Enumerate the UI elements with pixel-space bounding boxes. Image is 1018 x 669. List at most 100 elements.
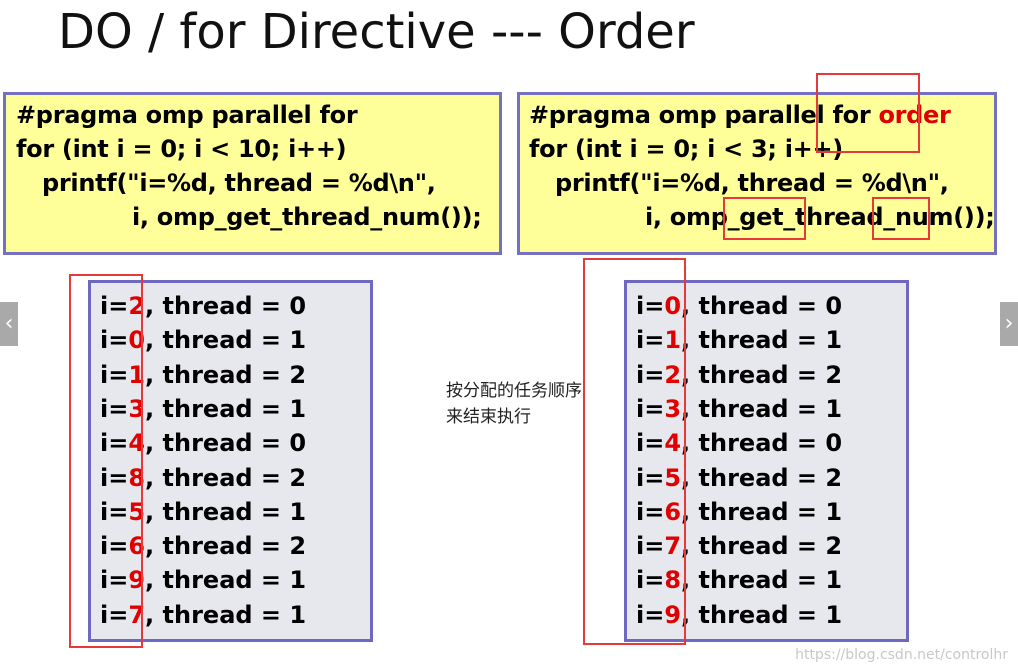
output-row: i=0, thread = 0: [636, 289, 842, 323]
output-row: i=5, thread = 1: [100, 495, 306, 529]
output-row: i=8, thread = 1: [636, 563, 842, 597]
chevron-right-icon[interactable]: ›: [1000, 302, 1018, 346]
order-keyword: order: [878, 101, 951, 129]
output-row: i=9, thread = 1: [100, 563, 306, 597]
row-index-value: 8: [664, 566, 682, 595]
row-index-value: 8: [128, 463, 146, 492]
row-thread-text: , thread = 1: [145, 497, 307, 526]
row-thread-text: , thread = 0: [681, 292, 843, 320]
left-code-line: i, omp_get_thread_num());: [132, 203, 482, 231]
row-thread-text: , thread = 2: [681, 360, 843, 389]
row-thread-text: , thread = 2: [145, 532, 307, 561]
annotation-note-line1: 按分配的任务顺序: [446, 381, 582, 401]
row-prefix: i=: [636, 326, 665, 355]
row-thread-text: , thread = 2: [681, 463, 843, 492]
left-code-line: printf("i=%d, thread = %d\n",: [42, 169, 436, 197]
row-index-value: 6: [128, 532, 146, 561]
chevron-left-icon[interactable]: ‹: [0, 302, 18, 346]
watermark: https://blog.csdn.net/controlhr: [795, 647, 1008, 663]
output-row: i=7, thread = 2: [636, 529, 842, 563]
row-prefix: i=: [100, 463, 129, 492]
row-index-value: 2: [664, 360, 682, 389]
row-thread-text: , thread = 1: [681, 497, 843, 526]
output-row: i=9, thread = 1: [636, 598, 842, 632]
output-row: i=7, thread = 1: [100, 598, 306, 632]
row-prefix: i=: [636, 566, 665, 595]
row-prefix: i=: [636, 360, 665, 389]
row-prefix: i=: [636, 600, 665, 629]
left-code-line: for (int i = 0; i < 10; i++): [16, 135, 347, 163]
output-row: i=4, thread = 0: [100, 426, 306, 460]
row-thread-text: , thread = 1: [681, 600, 843, 629]
row-prefix: i=: [636, 429, 665, 458]
output-row: i=2, thread = 2: [636, 358, 842, 392]
row-index-value: 3: [664, 394, 682, 423]
row-index-value: 9: [128, 566, 146, 595]
row-index-value: 1: [128, 360, 146, 389]
output-row: i=6, thread = 1: [636, 495, 842, 529]
output-row: i=3, thread = 1: [636, 392, 842, 426]
row-index-value: 7: [128, 600, 146, 629]
output-row: i=1, thread = 2: [100, 358, 306, 392]
row-prefix: i=: [100, 497, 129, 526]
slide-title: DO / for Directive --- Order: [58, 4, 695, 60]
output-row: i=2, thread = 0: [100, 289, 306, 323]
row-thread-text: , thread = 1: [681, 566, 843, 595]
left-code-line: #pragma omp parallel for: [16, 101, 358, 129]
row-prefix: i=: [636, 497, 665, 526]
row-thread-text: , thread = 0: [145, 292, 307, 320]
row-thread-text: , thread = 1: [681, 394, 843, 423]
row-prefix: i=: [100, 566, 129, 595]
right-index-highlight: [583, 258, 686, 645]
output-row: i=3, thread = 1: [100, 392, 306, 426]
row-index-value: 7: [664, 532, 682, 561]
right-code-line: #pragma omp parallel for order: [529, 101, 951, 129]
row-thread-text: , thread = 1: [145, 394, 307, 423]
right-code-line: printf("i=%d, thread = %d\n",: [555, 169, 949, 197]
row-index-value: 4: [664, 429, 682, 458]
row-thread-text: , thread = 2: [145, 360, 307, 389]
right-code-line: for (int i = 0; i < 3; i++): [529, 135, 843, 163]
row-prefix: i=: [100, 429, 129, 458]
output-row: i=4, thread = 0: [636, 426, 842, 460]
row-thread-text: , thread = 1: [145, 326, 307, 355]
row-prefix: i=: [100, 326, 129, 355]
row-prefix: i=: [636, 394, 665, 423]
right-code-box: #pragma omp parallel for order for (int …: [517, 92, 997, 255]
right-code-line: i, omp_get_thread_num());: [645, 203, 995, 231]
row-index-value: 2: [128, 292, 146, 320]
get-highlight: [723, 197, 806, 240]
row-index-value: 3: [128, 394, 146, 423]
row-thread-text: , thread = 0: [681, 429, 843, 458]
row-thread-text: , thread = 1: [681, 326, 843, 355]
row-index-value: 5: [128, 497, 146, 526]
row-prefix: i=: [100, 360, 129, 389]
num-highlight: [872, 197, 930, 240]
row-thread-text: , thread = 1: [145, 600, 307, 629]
row-thread-text: , thread = 1: [145, 566, 307, 595]
row-index-value: 0: [664, 292, 682, 320]
order-keyword-highlight: [816, 73, 920, 153]
row-thread-text: , thread = 2: [681, 532, 843, 561]
output-row: i=8, thread = 2: [100, 461, 306, 495]
row-index-value: 9: [664, 600, 682, 629]
output-row: i=6, thread = 2: [100, 529, 306, 563]
output-row: i=1, thread = 1: [636, 323, 842, 357]
row-index-value: 0: [128, 326, 146, 355]
row-prefix: i=: [100, 394, 129, 423]
annotation-note-line2: 来结束执行: [446, 407, 531, 427]
pragma-prefix: #pragma omp parallel for: [529, 101, 879, 129]
row-index-value: 4: [128, 429, 146, 458]
row-thread-text: , thread = 0: [145, 429, 307, 458]
row-prefix: i=: [100, 532, 129, 561]
row-index-value: 5: [664, 463, 682, 492]
row-prefix: i=: [636, 532, 665, 561]
row-index-value: 6: [664, 497, 682, 526]
left-code-box: #pragma omp parallel for for (int i = 0;…: [3, 92, 502, 255]
row-index-value: 1: [664, 326, 682, 355]
row-prefix: i=: [636, 463, 665, 492]
left-index-highlight: [69, 274, 143, 648]
output-row: i=5, thread = 2: [636, 461, 842, 495]
